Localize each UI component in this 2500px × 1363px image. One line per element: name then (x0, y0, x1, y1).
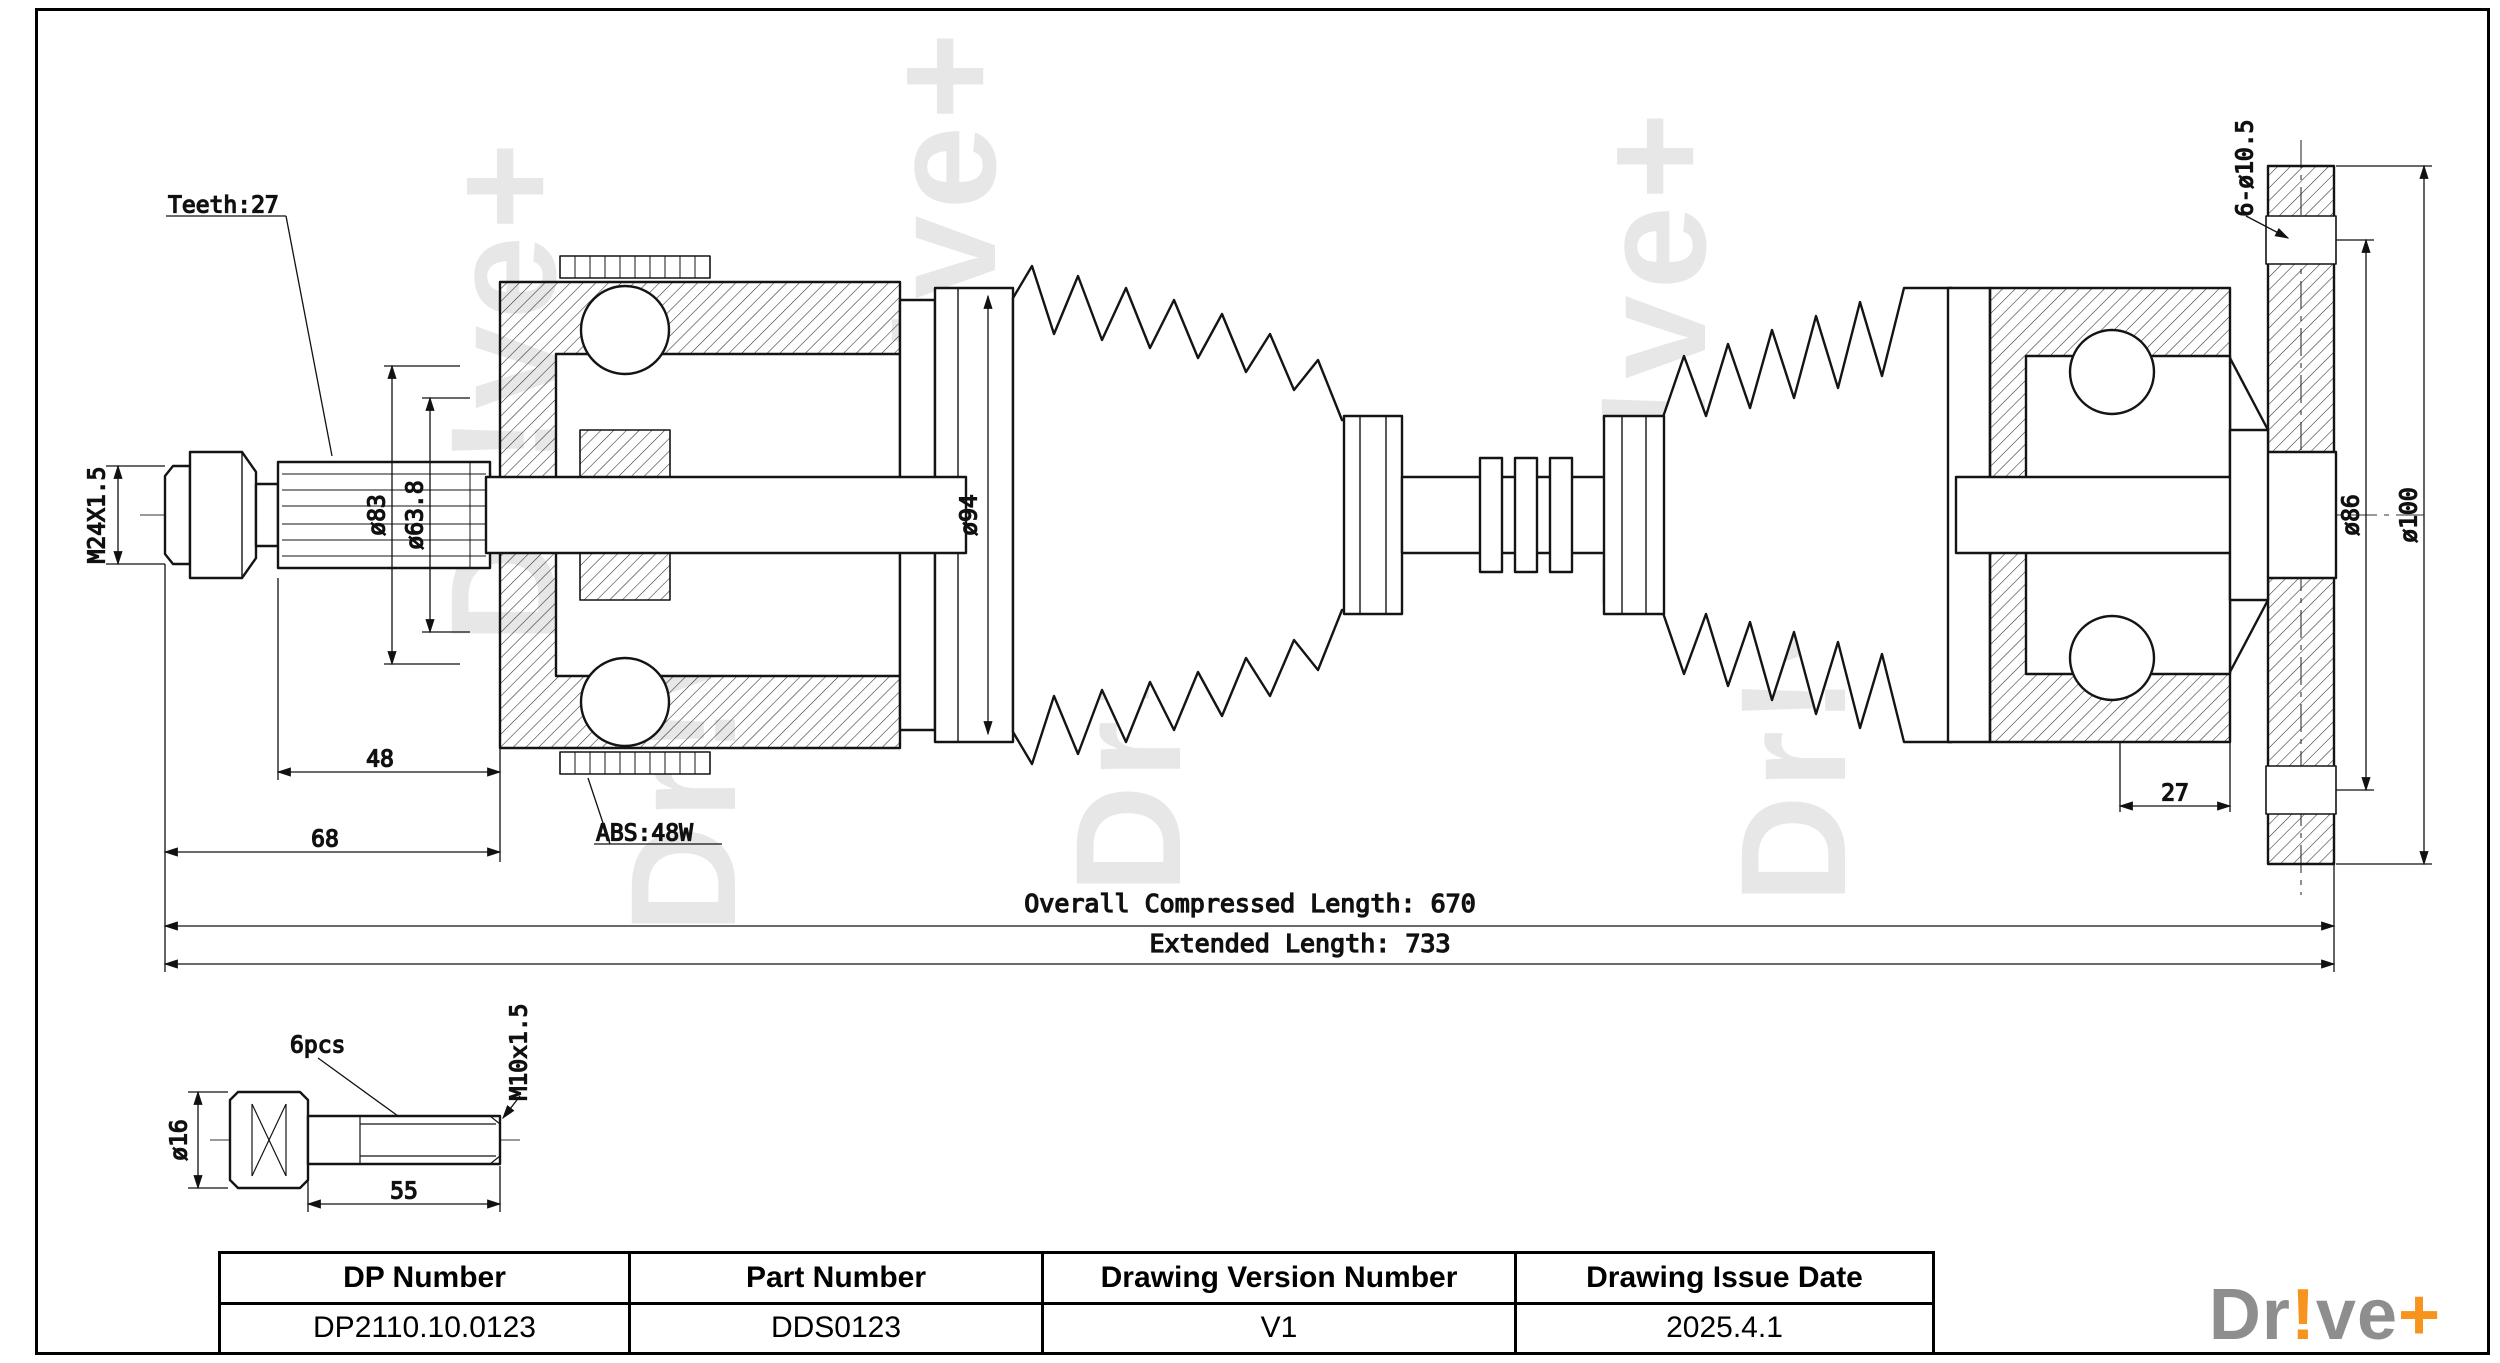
bolt-detail-dimensions: ø16 55 M10x1.5 6pcs (166, 1003, 533, 1212)
dim-label-bolt-qty: 6pcs (290, 1033, 345, 1059)
dim-label-dia100: ø100 (2397, 487, 2423, 542)
abs-tone-ring (559, 255, 711, 775)
outer-cv-joint (1946, 286, 2270, 744)
header-dp-number: DP Number (218, 1251, 631, 1305)
dim-label-dia86: ø86 (2339, 494, 2365, 536)
dim-label-27: 27 (2161, 781, 2189, 807)
inner-cv-joint (484, 255, 1015, 775)
dim-label-bolt-dia: ø16 (167, 1119, 193, 1161)
dim-label-compressed-length: Overall Compressed Length: 670 (1024, 889, 1476, 918)
title-block-table: DP Number Part Number Drawing Version Nu… (218, 1251, 1935, 1355)
left-stub-shaft (163, 450, 492, 580)
value-dp-number: DP2110.10.0123 (218, 1301, 631, 1355)
dim-label-bolt-length: 55 (390, 1179, 418, 1205)
header-part-number: Part Number (628, 1251, 1044, 1305)
right-boot (1602, 286, 1954, 744)
dim-label-dia63-8: ø63.8 (403, 480, 429, 549)
logo-exclamation: ! (2290, 1275, 2316, 1355)
value-issue-date: 2025.4.1 (1514, 1301, 1935, 1355)
dim-label-68: 68 (311, 827, 339, 853)
header-drawing-version: Drawing Version Number (1041, 1251, 1517, 1305)
dim-label-extended-length: Extended Length: 733 (1149, 929, 1450, 958)
logo-text-ve: ve (2315, 1275, 2399, 1355)
axle-assembly (163, 164, 2338, 866)
logo-plus: + (2398, 1275, 2442, 1355)
brand-logo: Dr!ve+ (2160, 1279, 2490, 1351)
dim-label-bolt-thread: M10x1.5 (507, 1004, 533, 1101)
title-block-header-row: DP Number Part Number Drawing Version Nu… (218, 1251, 1935, 1305)
dimension-lines: M24X1.5 Teeth:27 ø83 ø63.8 ø94 48 68 ABS… (84, 119, 2432, 972)
left-boot (1011, 264, 1404, 766)
dim-label-dia94: ø94 (957, 494, 983, 536)
dim-label-thread-left: M24X1.5 (85, 467, 111, 564)
value-part-number: DDS0123 (628, 1301, 1044, 1355)
dim-label-holes: 6-ø10.5 (2233, 120, 2259, 217)
dim-label-teeth: Teeth:27 (168, 193, 279, 219)
output-flange (2228, 164, 2338, 866)
dim-label-dia83: ø83 (365, 494, 391, 536)
dim-label-48: 48 (366, 747, 394, 773)
logo-text-dr: Dr (2208, 1275, 2291, 1355)
header-issue-date: Drawing Issue Date (1514, 1251, 1935, 1305)
title-block-value-row: DP2110.10.0123 DDS0123 V1 2025.4.1 (218, 1301, 1935, 1355)
sheet-border-frame (35, 8, 2490, 1355)
dim-label-abs: ABS:48W (596, 821, 693, 847)
bolt-detail (228, 1090, 502, 1190)
value-drawing-version: V1 (1041, 1301, 1517, 1355)
